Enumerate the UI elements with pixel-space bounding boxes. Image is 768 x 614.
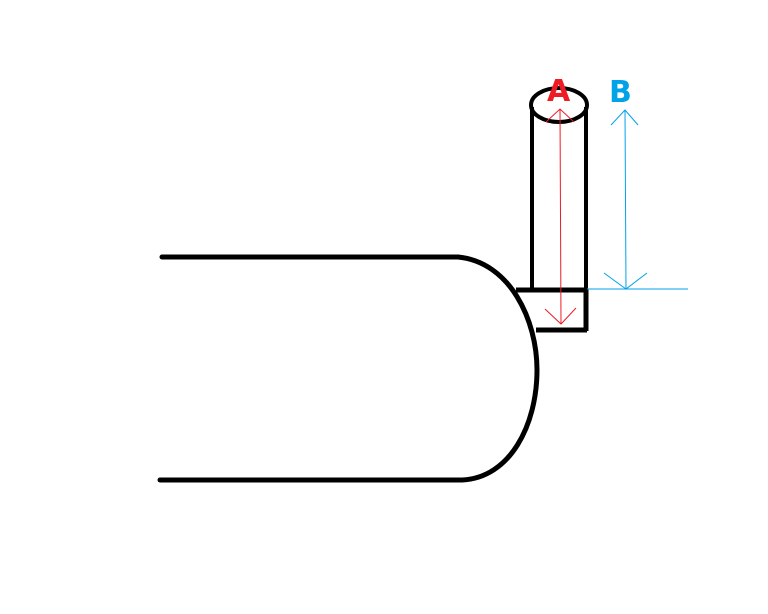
main-body <box>157 254 540 483</box>
dimension-b <box>587 109 688 290</box>
dimension-a-top-arrow-icon <box>545 108 575 123</box>
label-a: A <box>547 74 571 109</box>
body-rounded-end <box>455 254 540 483</box>
pin-top-ellipse <box>529 86 589 124</box>
dimension-b-line <box>624 109 627 290</box>
dimension-a-bottom-arrow-icon <box>544 307 577 325</box>
dimension-b-top-arrow-icon <box>610 109 639 126</box>
label-b: B <box>609 75 632 110</box>
dimension-a-line <box>559 108 562 325</box>
pin <box>529 86 589 290</box>
collar <box>516 287 589 333</box>
dimension-a <box>544 108 577 325</box>
